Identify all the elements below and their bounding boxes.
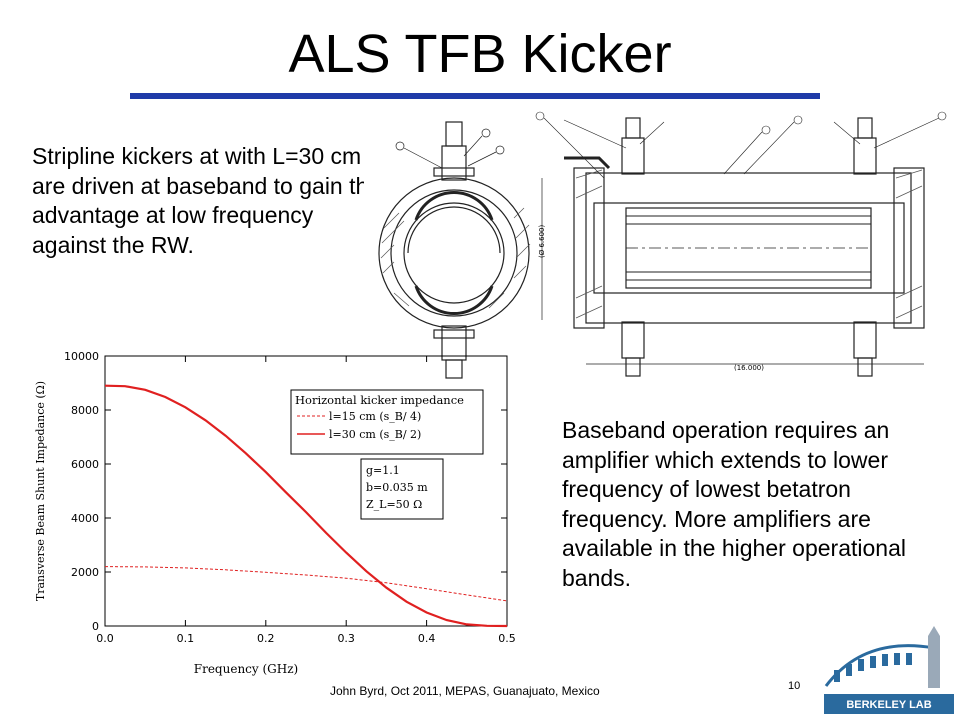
parameter-text: b=0.035 m	[366, 481, 428, 494]
kicker-side-view	[535, 111, 947, 377]
y-tick-label: 0	[92, 620, 99, 633]
series-line-2	[104, 384, 508, 628]
x-tick-label: 0.5	[498, 632, 516, 645]
berkeley-lab-logo: BERKELEY LAB	[824, 626, 954, 714]
logo-text: BERKELEY LAB	[846, 699, 931, 711]
y-tick-label: 4000	[71, 512, 99, 525]
kicker-engineering-drawing: (Ø 6.600) (16.000)	[364, 108, 954, 380]
kicker-end-view	[378, 121, 531, 379]
y-tick-label: 8000	[71, 404, 99, 417]
x-axis-label: Frequency (GHz)	[194, 662, 298, 676]
y-tick-label: 10000	[64, 350, 99, 363]
legend-entry-1: l=15 cm (s_B/ 4)	[329, 410, 421, 423]
paragraph-baseband: Baseband operation requires an amplifier…	[562, 417, 906, 591]
x-tick-label: 0.1	[177, 632, 195, 645]
parameter-text: Z_L=50 Ω	[366, 498, 422, 511]
y-axis-label: Transverse Beam Shunt Impedance (Ω)	[34, 381, 47, 601]
dimension-diameter: (Ø 6.600)	[538, 224, 546, 258]
paragraph-stripline: Stripline kickers at with L=30 cm are dr…	[32, 143, 382, 258]
legend-entry-2: l=30 cm (s_B/ 2)	[329, 428, 421, 441]
footer-text: John Byrd, Oct 2011, MEPAS, Guanajuato, …	[330, 684, 600, 698]
x-tick-label: 0.2	[257, 632, 275, 645]
plot-frame	[104, 355, 508, 627]
dimension-length: (16.000)	[734, 364, 764, 372]
parameter-box	[360, 458, 444, 520]
series-line-1	[104, 566, 508, 602]
slide-title: ALS TFB Kicker	[288, 24, 672, 84]
title-underline	[130, 93, 820, 99]
impedance-chart: 0.0 0.1 0.2 0.3 0.4 0.5 0 2000 4000 6000 8000 10000…	[34, 350, 516, 676]
x-tick-label: 0.0	[96, 632, 114, 645]
y-tick-label: 6000	[71, 458, 99, 471]
x-tick-label: 0.4	[418, 632, 436, 645]
parameter-text: g=1.1	[366, 464, 400, 477]
legend-box	[290, 389, 484, 455]
x-tick-label: 0.3	[337, 632, 355, 645]
legend-title: Horizontal kicker impedance	[295, 393, 464, 407]
page-number: 10	[788, 680, 801, 692]
y-tick-label: 2000	[71, 566, 99, 579]
